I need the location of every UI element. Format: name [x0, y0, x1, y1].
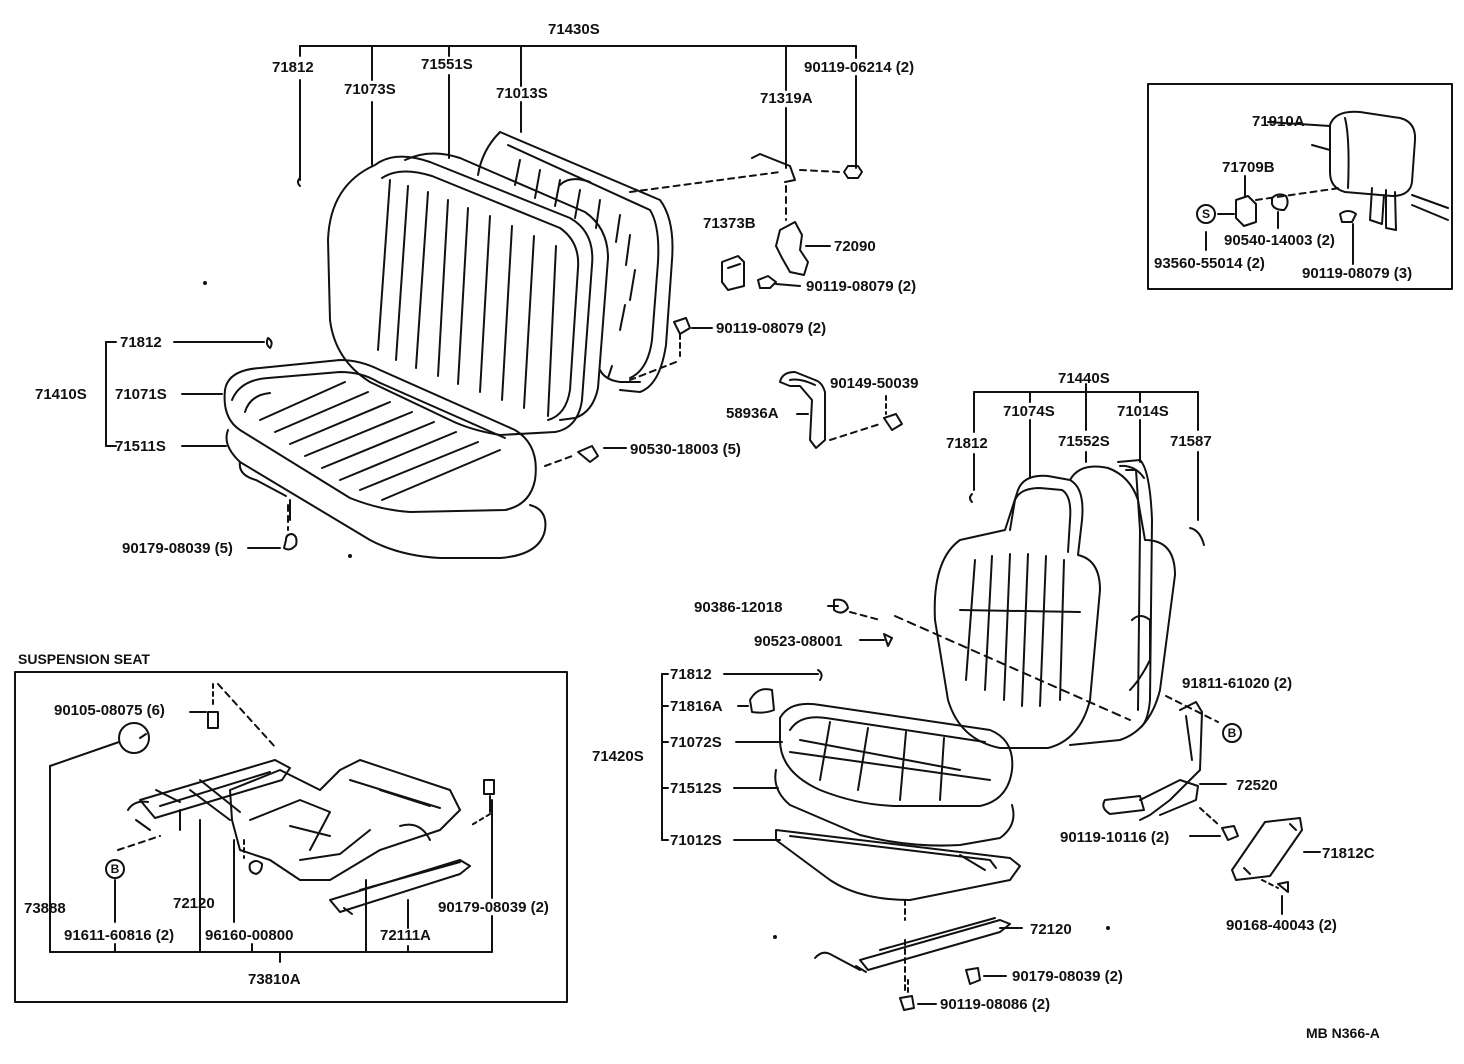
label-71816A: 71816A	[670, 698, 723, 715]
label-71512S: 71512S	[670, 780, 722, 797]
label-71812C: 71812C	[1322, 845, 1375, 862]
label-71013S: 71013S	[496, 85, 548, 102]
badge-b-recliner: B	[1222, 723, 1242, 743]
front-left-callouts	[661, 598, 1131, 841]
front-seat-rails	[814, 917, 1023, 1011]
label-71587: 71587	[1170, 433, 1212, 450]
bench-callout-lines	[299, 45, 857, 181]
bench-hardware	[283, 153, 863, 551]
label-90119-06214: 90119-06214 (2)	[804, 59, 915, 76]
label-71709B: 71709B	[1222, 159, 1275, 176]
bench-seat-cushion	[223, 359, 547, 559]
label-90119-08079-headrest: 90119-08079 (3)	[1302, 265, 1413, 282]
suspension-seat-box	[14, 671, 568, 1003]
label-71074S: 71074S	[1003, 403, 1055, 420]
label-71812-bench-cushion: 71812	[120, 334, 162, 351]
label-90179-08039-front: 90179-08039 (2)	[1012, 968, 1123, 985]
badge-s: S	[1196, 204, 1216, 224]
reference-code: MB N366-A	[1306, 1025, 1380, 1041]
suspension-seat-title: SUSPENSION SEAT	[18, 651, 150, 667]
label-90386-12018: 90386-12018	[694, 599, 783, 616]
front-seat-callouts	[969, 383, 1205, 546]
label-71552S: 71552S	[1058, 433, 1110, 450]
label-72090: 72090	[834, 238, 876, 255]
bench-seat-back	[327, 131, 674, 436]
label-90119-10116: 90119-10116 (2)	[1060, 829, 1170, 846]
label-90119-08079-hinge: 90119-08079 (2)	[806, 278, 917, 295]
label-71072S: 71072S	[670, 734, 722, 751]
label-91611-60816: 91611-60816 (2)	[64, 927, 175, 944]
label-73810A: 73810A	[248, 971, 301, 988]
label-71319A: 71319A	[760, 90, 813, 107]
label-71012S: 71012S	[670, 832, 722, 849]
label-90523-08001: 90523-08001	[754, 633, 843, 650]
label-71373B: 71373B	[703, 215, 756, 232]
label-71440S: 71440S	[1058, 370, 1110, 387]
label-71812-front-back: 71812	[946, 435, 988, 452]
front-seat-back	[933, 459, 1176, 749]
label-90119-08086: 90119-08086 (2)	[940, 996, 1051, 1013]
label-90168-40043: 90168-40043 (2)	[1226, 917, 1337, 934]
label-90530-18003: 90530-18003 (5)	[630, 441, 741, 458]
label-96160-00800: 96160-00800	[205, 927, 294, 944]
label-71430S: 71430S	[548, 21, 600, 38]
label-73888: 73888	[24, 900, 66, 917]
label-71511S: 71511S	[115, 438, 166, 455]
label-72120-front: 72120	[1030, 921, 1072, 938]
label-71551S: 71551S	[421, 56, 473, 73]
label-71410S: 71410S	[35, 386, 87, 403]
label-58936A: 58936A	[726, 405, 779, 422]
recliner-assembly	[1102, 695, 1321, 915]
label-71420S: 71420S	[592, 748, 644, 765]
label-90179-08039-suspension: 90179-08039 (2)	[438, 899, 549, 916]
label-90119-08079-back: 90119-08079 (2)	[716, 320, 827, 337]
label-71014S: 71014S	[1117, 403, 1169, 420]
speckles	[203, 281, 1110, 939]
front-seat-cushion	[774, 702, 1021, 921]
label-93560-55014: 93560-55014 (2)	[1154, 255, 1265, 272]
label-71812-bench-top: 71812	[272, 59, 314, 76]
label-90105-08075: 90105-08075 (6)	[54, 702, 165, 719]
label-72520: 72520	[1236, 777, 1278, 794]
label-71812-front-cushion: 71812	[670, 666, 712, 683]
label-91811-61020: 91811-61020 (2)	[1182, 675, 1293, 692]
bench-left-callouts	[105, 337, 281, 549]
seatbelt-buckle	[779, 371, 903, 449]
label-71073S: 71073S	[344, 81, 396, 98]
label-90149-50039: 90149-50039	[830, 375, 919, 392]
label-71071S: 71071S	[115, 386, 167, 403]
headrest-inset	[1147, 83, 1453, 290]
label-71910A: 71910A	[1252, 113, 1305, 130]
label-90540-14003: 90540-14003 (2)	[1224, 232, 1335, 249]
label-72111A: 72111A	[380, 927, 431, 944]
label-90179-08039-bench: 90179-08039 (5)	[122, 540, 233, 557]
badge-b-suspension: B	[105, 859, 125, 879]
label-72120-suspension: 72120	[173, 895, 215, 912]
